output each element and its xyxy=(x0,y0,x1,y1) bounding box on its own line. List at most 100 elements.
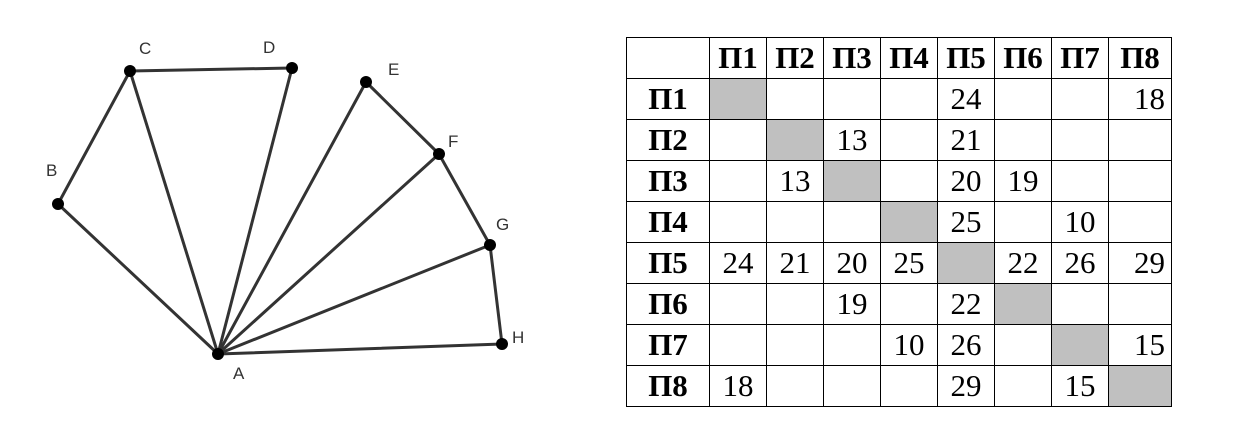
edge-e-f xyxy=(364,80,441,156)
table-cell: 20 xyxy=(823,242,881,284)
edge-g-a xyxy=(216,243,492,356)
table-cell: 13 xyxy=(823,119,881,161)
diagonal-cell xyxy=(709,78,767,120)
row-header-6: П6 xyxy=(626,283,710,325)
diagonal-cell xyxy=(880,201,938,243)
vertex-h xyxy=(496,338,508,350)
table-cell xyxy=(880,78,938,120)
table-cell: 19 xyxy=(994,160,1052,202)
table-cell xyxy=(1051,78,1109,120)
column-header-3: П3 xyxy=(823,37,881,79)
table-cell xyxy=(1108,283,1172,325)
table-cell: 26 xyxy=(937,324,995,366)
row-header-1: П1 xyxy=(626,78,710,120)
vertex-label-a: A xyxy=(233,364,245,383)
table-cell xyxy=(994,324,1052,366)
edge-h-a xyxy=(216,342,504,356)
table-cell: 13 xyxy=(766,160,824,202)
table-cell xyxy=(994,365,1052,407)
edge-b-c xyxy=(56,69,132,206)
vertex-f xyxy=(433,148,445,160)
table-cell xyxy=(880,119,938,161)
table-cell: 25 xyxy=(880,242,938,284)
diagonal-cell xyxy=(1108,365,1172,407)
column-header-8: П8 xyxy=(1108,37,1172,79)
table-cell: 18 xyxy=(709,365,767,407)
table-cell: 21 xyxy=(766,242,824,284)
table-cell: 29 xyxy=(937,365,995,407)
table-cell xyxy=(880,160,938,202)
edge-c-a xyxy=(128,69,220,356)
table-cell: 26 xyxy=(1051,242,1109,284)
table-cell: 19 xyxy=(823,283,881,325)
vertex-a xyxy=(212,348,224,360)
vertex-c xyxy=(124,65,136,77)
table-corner-cell xyxy=(626,37,710,79)
table-cell xyxy=(709,324,767,366)
table-cell: 22 xyxy=(994,242,1052,284)
table-cell xyxy=(880,283,938,325)
table-cell xyxy=(1051,160,1109,202)
diagonal-cell xyxy=(994,283,1052,325)
vertex-label-f: F xyxy=(448,132,458,151)
table-cell xyxy=(1108,119,1172,161)
table-cell xyxy=(1051,119,1109,161)
edge-a-e xyxy=(216,80,368,356)
column-header-2: П2 xyxy=(766,37,824,79)
column-header-1: П1 xyxy=(709,37,767,79)
table-cell: 15 xyxy=(1108,324,1172,366)
table-cell xyxy=(994,119,1052,161)
table-cell xyxy=(880,365,938,407)
table-cell: 18 xyxy=(1108,78,1172,120)
edge-c-d xyxy=(128,66,294,73)
table-cell xyxy=(823,201,881,243)
table-cell xyxy=(709,283,767,325)
diagonal-cell xyxy=(823,160,881,202)
row-header-2: П2 xyxy=(626,119,710,161)
vertex-label-b: B xyxy=(46,161,57,180)
edge-f-g xyxy=(437,152,492,247)
table-cell: 24 xyxy=(709,242,767,284)
table-cell xyxy=(1108,201,1172,243)
vertex-label-h: H xyxy=(512,328,524,347)
table-cell xyxy=(766,324,824,366)
table-cell: 15 xyxy=(1051,365,1109,407)
row-header-3: П3 xyxy=(626,160,710,202)
vertex-label-e: E xyxy=(388,60,399,79)
table-cell: 10 xyxy=(1051,201,1109,243)
column-header-5: П5 xyxy=(937,37,995,79)
table-cell xyxy=(994,78,1052,120)
vertex-e xyxy=(360,76,372,88)
column-header-6: П6 xyxy=(994,37,1052,79)
table-row: П2 13 21 xyxy=(626,119,1172,161)
edge-f-a xyxy=(216,152,441,356)
diagonal-cell xyxy=(766,119,824,161)
diagonal-cell xyxy=(937,242,995,284)
table-cell: 29 xyxy=(1108,242,1172,284)
table-cell xyxy=(766,78,824,120)
table-cell: 10 xyxy=(880,324,938,366)
table-cell xyxy=(1051,283,1109,325)
table-cell: 21 xyxy=(937,119,995,161)
table-cell xyxy=(823,324,881,366)
graph-diagram: A B C D E F G H xyxy=(46,38,524,383)
table-cell xyxy=(766,365,824,407)
vertex-label-c: C xyxy=(139,39,151,58)
edge-d-a xyxy=(216,66,294,356)
vertex-label-d: D xyxy=(263,38,275,57)
table-cell xyxy=(766,201,824,243)
vertex-label-g: G xyxy=(496,215,509,234)
row-header-4: П4 xyxy=(626,201,710,243)
table-cell xyxy=(823,78,881,120)
table-cell xyxy=(994,201,1052,243)
